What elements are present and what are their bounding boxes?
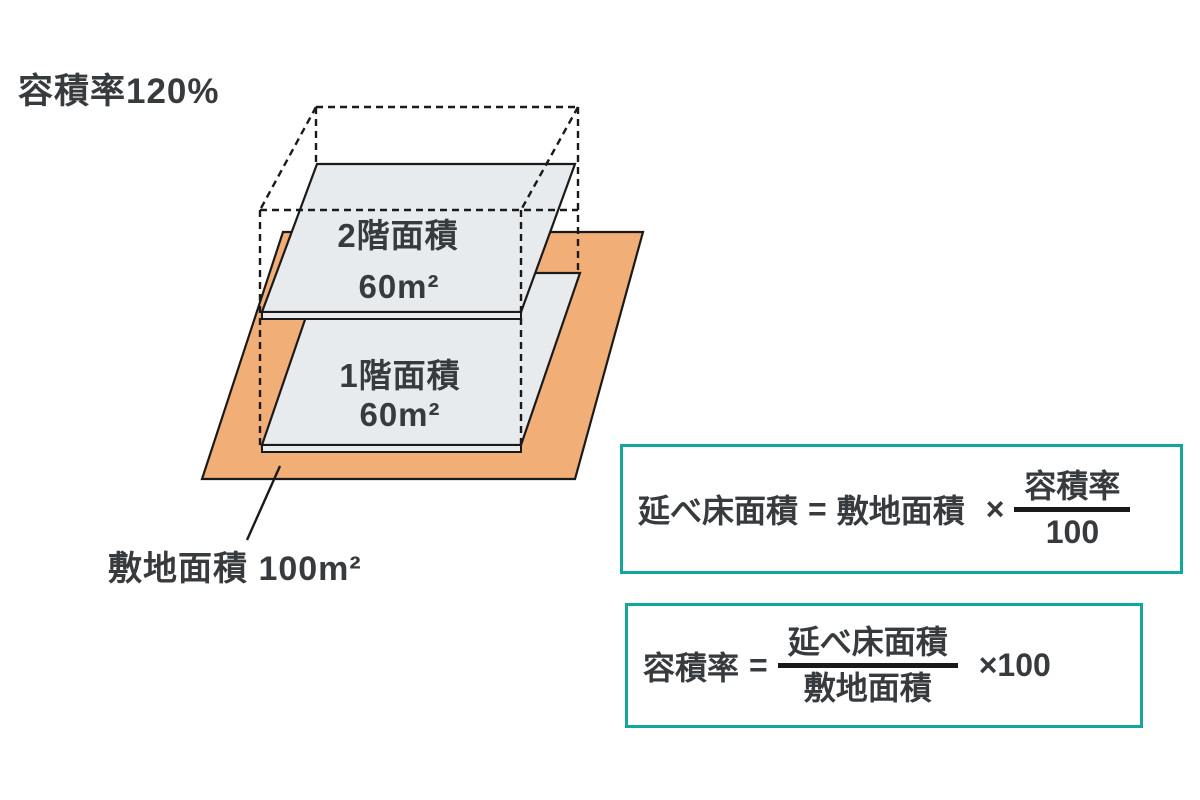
ratio-title: 容積率120% xyxy=(18,72,220,111)
floor-2-slab-edge xyxy=(261,311,522,320)
formula1-denominator: 100 xyxy=(1045,513,1100,550)
floor-2-label: 2階面積 xyxy=(337,217,459,254)
formula1-lhs: 延べ床面積 xyxy=(638,493,799,529)
formula1-rhs: 敷地面積 xyxy=(836,493,965,529)
formula1-fraction: 容積率 100 xyxy=(1014,467,1131,551)
formula2-lhs: 容積率 xyxy=(643,649,740,686)
formula-floor-area-ratio: 容積率 = 延べ床面積 敷地面積 ×100 xyxy=(625,603,1143,728)
formula1-numerator: 容積率 xyxy=(1024,467,1121,504)
formula2-fraction: 延べ床面積 敷地面積 xyxy=(777,624,958,707)
formula2-denominator: 敷地面積 xyxy=(803,670,932,706)
envelope-top-right-edge xyxy=(519,106,580,211)
formula1-equals: = xyxy=(808,490,827,527)
fraction-bar xyxy=(1014,506,1131,512)
volume-envelope-dashed-box xyxy=(258,105,580,445)
formula2-equals: = xyxy=(749,647,768,683)
formula-total-floor-area: 延べ床面積 = 敷地面積 × 容積率 100 xyxy=(620,444,1183,574)
fraction-bar xyxy=(777,663,958,668)
envelope-top-left-edge xyxy=(258,106,318,211)
site-area-label: 敷地面積 100m² xyxy=(108,550,362,588)
floor-2-area: 60m² xyxy=(358,268,440,305)
formula2-numerator: 延べ床面積 xyxy=(787,624,948,661)
floor-1-area: 60m² xyxy=(359,396,441,433)
floor-1-slab-edge xyxy=(261,444,522,453)
site-label-leader-line xyxy=(245,465,282,541)
formula1-times: × xyxy=(985,490,1005,527)
floor-1-label: 1階面積 xyxy=(339,357,461,394)
formula2-times: ×100 xyxy=(978,647,1051,683)
